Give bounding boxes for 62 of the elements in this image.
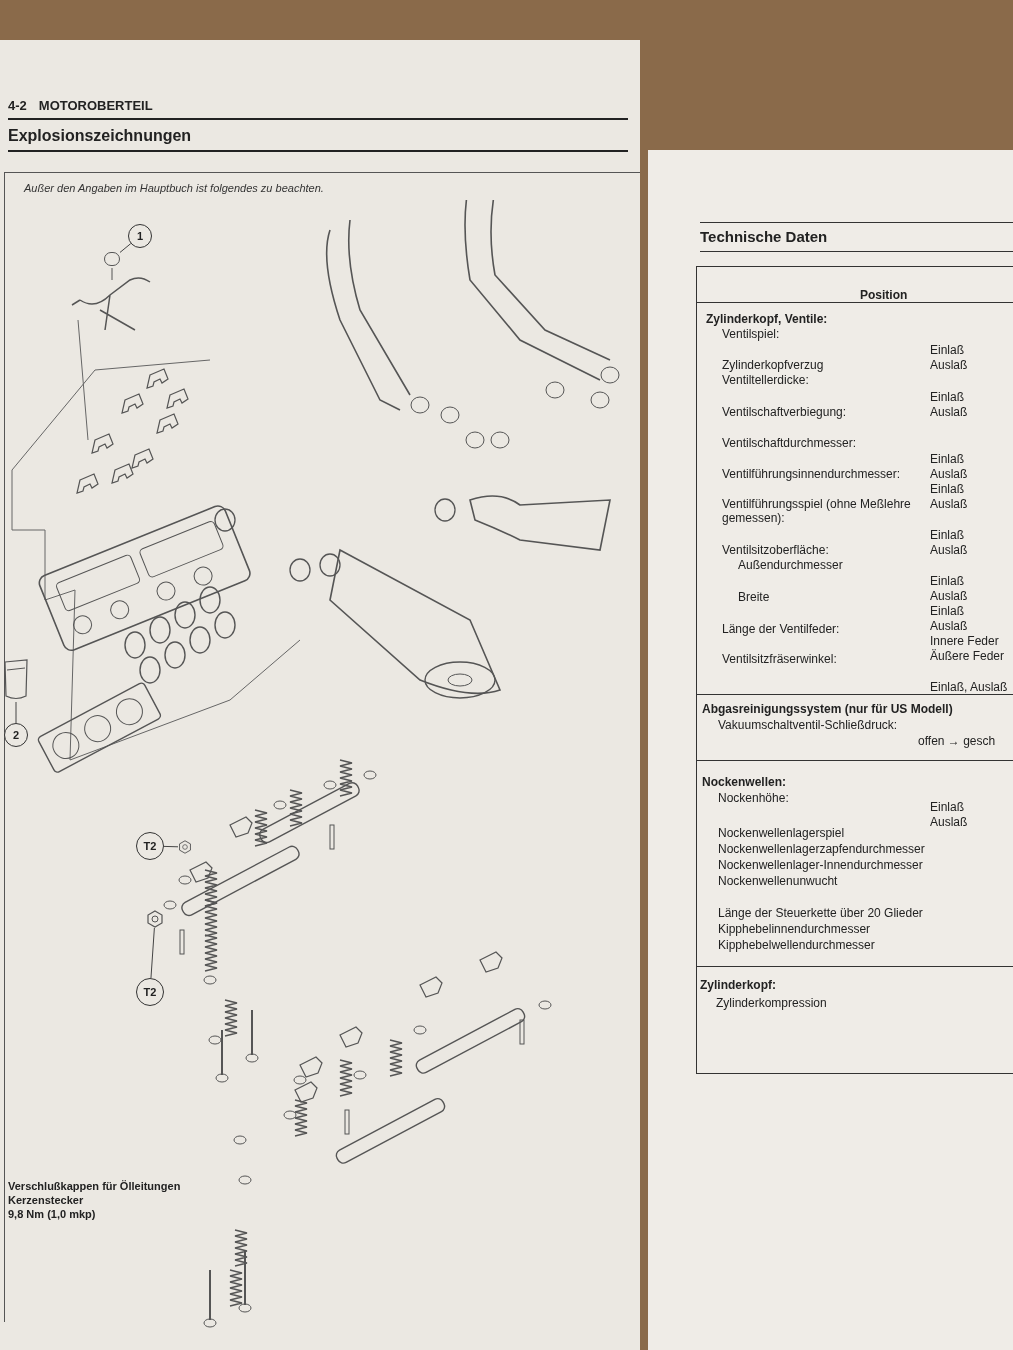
table-text: Auslaß	[930, 497, 968, 511]
table-text: Einlaß	[930, 574, 964, 588]
table-text: Einlaß	[930, 482, 964, 496]
table-text: Nockenwellenlagerzapfendurchmesser	[718, 842, 925, 856]
leader-line	[163, 845, 179, 848]
table-heading: Position	[860, 288, 908, 302]
table-text: Ventilschaftdurchmesser:	[722, 436, 857, 450]
table-text: Kipphebelwellendurchmesser	[718, 938, 875, 952]
nut-drawing	[146, 910, 164, 928]
section-title: Technische Daten	[700, 228, 828, 245]
legend-text: Kerzenstecker	[8, 1193, 85, 1208]
table-text: Einlaß	[930, 528, 964, 542]
legend-text: Verschlußkappen für Ölleitungen	[8, 1180, 182, 1194]
plug-cap-drawing	[2, 658, 30, 702]
table-text: Zylinderkopfverzug	[722, 358, 824, 372]
table-text: Breite	[738, 590, 770, 604]
table-text: Ventilführungsinnendurchmesser:	[722, 467, 901, 481]
table-text: Auslaß	[930, 815, 968, 829]
leader-line	[150, 927, 155, 979]
table-text: Länge der Steuerkette über 20 Glieder	[718, 906, 923, 920]
table-text: Auslaß	[930, 467, 968, 481]
table-text: Einlaß	[930, 390, 964, 404]
table-text: Ventilsitzfräserwinkel:	[722, 652, 837, 666]
table-text: Einlaß	[930, 343, 964, 357]
nut-drawing	[178, 840, 192, 854]
table-text: Kipphebelinnendurchmesser	[718, 922, 871, 936]
table-text: Nockenwellenunwucht	[718, 874, 838, 888]
table-text: Außendurchmesser	[738, 558, 843, 572]
table-text: offen → gesch	[918, 734, 996, 748]
table-text: Nockenhöhe:	[718, 791, 789, 805]
table-text: Einlaß	[930, 604, 964, 618]
table-text: Nockenwellenlager-Innendurchmesser	[718, 858, 923, 872]
table-text: Länge der Ventilfeder:	[722, 622, 840, 636]
table-text: Nockenwellenlagerspiel	[718, 826, 845, 840]
table-text: Innere Feder	[930, 634, 999, 648]
leader-line	[119, 243, 132, 253]
table-text: Ventilschaftverbiegung:	[722, 405, 847, 419]
note-text: Außer den Angaben im Hauptbuch ist folgendes zu beachten.	[24, 181, 324, 196]
table-text: Ventilspiel:	[722, 327, 780, 341]
leader-line	[15, 701, 17, 724]
table-text: Ventiltellerdicke:	[722, 373, 809, 387]
table-text: Ventilführungsspiel (ohne Meßlehre gemessen):	[722, 497, 912, 525]
table-text: Auslaß	[930, 543, 968, 557]
table-text: Auslaß	[930, 589, 968, 603]
page-number: 4-2	[8, 97, 27, 115]
table-text: Einlaß	[930, 800, 964, 814]
table-text: Ventilsitzoberfläche:	[722, 543, 829, 557]
table-text: Auslaß	[930, 405, 968, 419]
section-title: Explosionszeichnungen	[8, 127, 192, 144]
table-heading: Nockenwellen:	[702, 775, 787, 789]
table-text: Äußere Feder	[930, 649, 1005, 663]
table-text: Einlaß, Auslaß	[930, 680, 1008, 694]
table-text: Vakuumschaltventil-Schließdruck:	[718, 718, 898, 732]
table-text: Einlaß	[930, 452, 964, 466]
chapter-heading: MOTOROBERTEIL	[38, 97, 153, 115]
table-heading: Zylinderkopf:	[700, 978, 776, 992]
table-text: Auslaß	[930, 358, 968, 372]
table-heading: Abgasreinigungssystem (nur für US Modell)	[702, 702, 953, 716]
table-text: Zylinderkompression	[716, 996, 827, 1010]
table-text: Auslaß	[930, 619, 968, 633]
table-heading: Zylinderkopf, Ventile:	[706, 312, 828, 326]
torque-value: 9,8 Nm (1,0 mkp)	[8, 1207, 97, 1222]
